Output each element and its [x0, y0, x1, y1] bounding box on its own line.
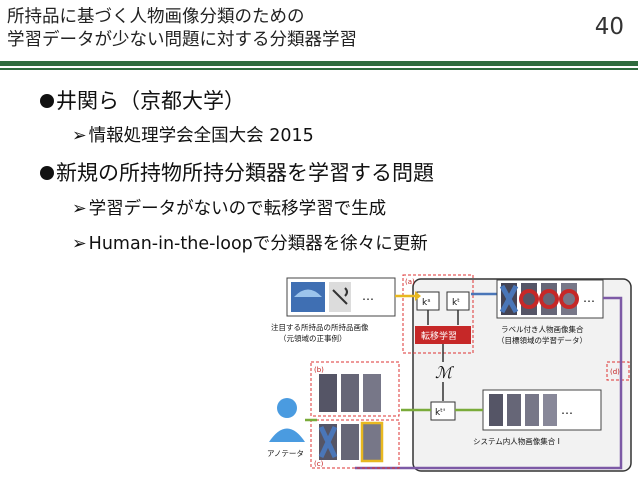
- arrow-bullet-icon: ➢: [72, 126, 87, 146]
- target-person-2: [521, 283, 537, 315]
- target-caption-2: （目標領域の学習データ）: [497, 335, 587, 345]
- update-loop-arrow: [355, 296, 623, 470]
- header-rule-thin: [0, 68, 638, 70]
- transfer-learning-box: [415, 326, 471, 344]
- source-caption-1: 注目する所持品の所持品画像: [271, 322, 369, 332]
- arrowhead-icon: [415, 291, 421, 301]
- sub-bullet-2-1: ➢学習データがないので転移学習で生成: [72, 198, 386, 220]
- positive-mark-icon: [559, 289, 579, 309]
- ks-label: kˢ: [422, 298, 431, 308]
- title-line-1: 所持品に基づく人物画像分類のための: [7, 7, 305, 27]
- umbrella-icon: [294, 289, 322, 297]
- arrow-bullet-icon: ➢: [72, 234, 87, 254]
- target-person-3: [541, 283, 557, 315]
- annotated-person-3: [363, 424, 381, 460]
- selected-mark-icon: [360, 421, 384, 463]
- annotated-person-2: [341, 424, 359, 460]
- candidate-person-1: [319, 374, 337, 412]
- annotator-head-icon: [277, 398, 297, 418]
- kt-prime-label: kᵗ': [435, 408, 445, 418]
- page-number: 40: [594, 14, 624, 40]
- region-c: [310, 419, 400, 469]
- source-ellipsis: …: [362, 289, 374, 303]
- annotator-body-icon: [269, 428, 305, 442]
- region-a: [402, 274, 474, 354]
- slide-header: 所持品に基づく人物画像分類のための 学習データが少ない問題に対する分類器学習 4…: [0, 0, 638, 62]
- negative-mark-icon: [318, 425, 338, 459]
- kt-label: kᵗ: [452, 298, 460, 308]
- candidate-person-2: [341, 374, 359, 412]
- region-d: [606, 361, 630, 381]
- sub-bullet-1-1-text: 情報処理学会全国大会 2015: [88, 126, 314, 146]
- title-line-2: 学習データが少ない問題に対する分類器学習: [7, 30, 357, 50]
- system-person-3: [525, 394, 539, 426]
- system-ellipsis: …: [561, 403, 573, 417]
- label-c: (c): [314, 460, 324, 468]
- candidate-person-3: [363, 374, 381, 412]
- positive-mark-icon: [519, 289, 539, 309]
- label-b: (b): [314, 366, 324, 374]
- umbrella-closed-icon: [332, 287, 348, 305]
- positive-mark-icon: [539, 289, 559, 309]
- target-ellipsis: …: [583, 291, 595, 305]
- system-caption: システム内人物画像集合 I: [473, 436, 560, 446]
- bullet-2: 新規の所持物所持分類器を学習する問題: [40, 160, 434, 186]
- bullet-2-text: 新規の所持物所持分類器を学習する問題: [56, 161, 434, 185]
- bullet-1-text: 井関ら（京都大学）: [56, 89, 245, 113]
- transfer-learning-label: 転移学習: [421, 330, 457, 342]
- sub-bullet-1-1: ➢情報処理学会全国大会 2015: [72, 125, 314, 147]
- slide-title: 所持品に基づく人物画像分類のための 学習データが少ない問題に対する分類器学習: [7, 6, 357, 52]
- label-a: (a): [405, 278, 415, 286]
- bullet-dot-icon: [40, 94, 54, 108]
- system-person-1: [489, 394, 503, 426]
- arrow-bullet-icon: ➢: [72, 199, 87, 219]
- source-caption-2: （元領域の正事例）: [279, 333, 347, 343]
- sub-bullet-2-1-text: 学習データがないので転移学習で生成: [88, 199, 387, 219]
- label-d: (d): [610, 368, 620, 376]
- model-label: ℳ: [435, 363, 455, 382]
- sub-bullet-2-2-text: Human-in-the-loopで分類器を徐々に更新: [88, 234, 428, 254]
- bullet-dot-icon: [40, 166, 54, 180]
- system-person-2: [507, 394, 521, 426]
- system-person-4: [543, 394, 557, 426]
- negative-mark-icon: [499, 284, 519, 314]
- header-rule-thick: [0, 61, 638, 66]
- method-diagram: … 注目する所持品の所持品画像 （元領域の正事例） (a) kˢ kᵗ 転移学習…: [267, 274, 632, 472]
- region-b: [310, 361, 400, 417]
- ks-kt-to-transfer-lines: [427, 310, 459, 325]
- target-person-4: [561, 283, 577, 315]
- bullet-1: 井関ら（京都大学）: [40, 88, 245, 114]
- annotator-label: アノテータ: [267, 449, 304, 458]
- target-caption-1: ラベル付き人物画像集合: [501, 324, 584, 334]
- sub-bullet-2-2: ➢Human-in-the-loopで分類器を徐々に更新: [72, 233, 428, 255]
